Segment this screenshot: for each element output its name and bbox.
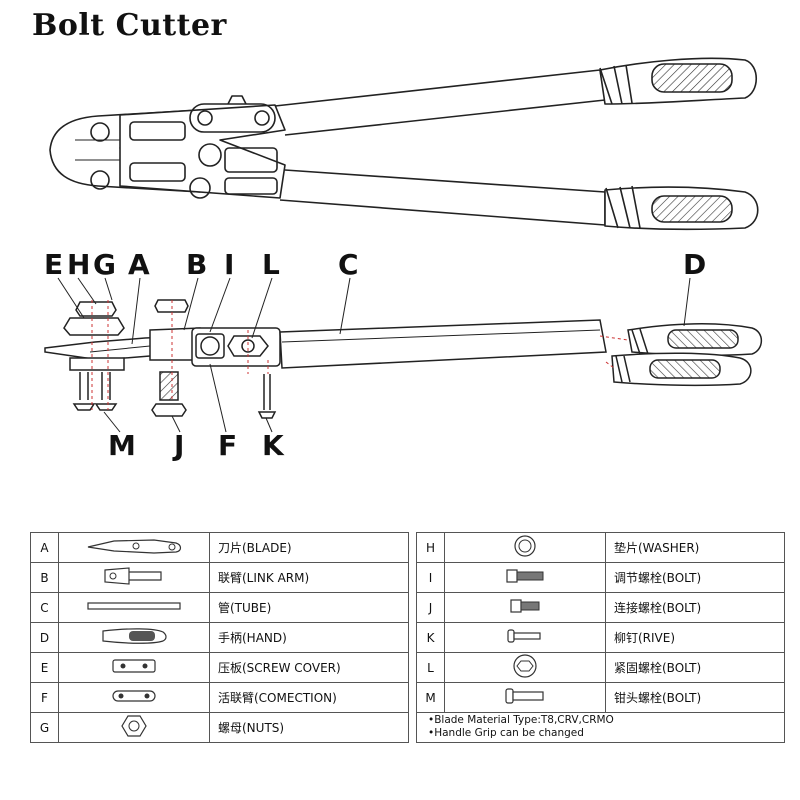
part-name: 连接螺栓(BOLT) <box>605 592 785 623</box>
part-code: A <box>30 532 59 563</box>
screw-cover-icon <box>58 652 210 683</box>
connection-icon <box>58 682 210 713</box>
part-name: 紧固螺栓(BOLT) <box>605 652 785 683</box>
callout-g: G <box>93 248 116 281</box>
callout-j: J <box>174 429 185 462</box>
table-row: D 手柄(HAND) <box>30 622 409 653</box>
callout-a: A <box>128 248 150 281</box>
part-name: 调节螺栓(BOLT) <box>605 562 785 593</box>
callout-d: D <box>683 248 707 281</box>
part-code: E <box>30 652 59 683</box>
table-row: F 活联臂(COMECTION) <box>30 682 409 713</box>
tube-icon <box>58 592 210 623</box>
table-row: C 管(TUBE) <box>30 592 409 623</box>
bolt-cutter-drawing <box>44 57 763 433</box>
part-name: 管(TUBE) <box>209 592 409 623</box>
nut-icon <box>58 712 210 743</box>
callout-h: H <box>67 248 91 281</box>
part-name: 活联臂(COMECTION) <box>209 682 409 713</box>
table-row: L 紧固螺栓(BOLT) <box>416 652 785 683</box>
fastening-bolt-icon <box>444 652 606 683</box>
diagram-title: Bolt Cutter <box>32 8 227 43</box>
part-code: M <box>416 682 445 713</box>
table-row: G 螺母(NUTS) <box>30 712 409 743</box>
rivet-icon <box>444 622 606 653</box>
part-code: B <box>30 562 59 593</box>
alignment-lines <box>91 300 629 410</box>
notes: Blade Material Type:T8,CRV,CRMO Handle G… <box>428 714 614 740</box>
parts-table-right: H 垫片(WASHER) I 调节螺栓(BOLT) J 连接螺栓(BOLT) K <box>416 532 785 743</box>
leader-lines <box>57 277 691 433</box>
callout-c: C <box>338 248 359 281</box>
part-code: D <box>30 622 59 653</box>
washer-icon <box>444 532 606 563</box>
part-name: 压板(SCREW COVER) <box>209 652 409 683</box>
head-bolt-icon <box>444 682 606 713</box>
part-name: 刀片(BLADE) <box>209 532 409 563</box>
callout-l: L <box>262 248 280 281</box>
part-code: L <box>416 652 445 683</box>
table-row: I 调节螺栓(BOLT) <box>416 562 785 593</box>
table-row: A 刀片(BLADE) <box>30 532 409 563</box>
callout-k: K <box>262 429 284 462</box>
exploded-view <box>44 299 763 419</box>
link-arm-icon <box>58 562 210 593</box>
table-row: H 垫片(WASHER) <box>416 532 785 563</box>
assembled-cutter <box>49 57 759 231</box>
part-code: I <box>416 562 445 593</box>
part-code: K <box>416 622 445 653</box>
parts-table-left: A 刀片(BLADE) B 联臂(LINK ARM) C 管(TUBE) D <box>30 532 409 743</box>
part-code: J <box>416 592 445 623</box>
callout-b: B <box>186 248 208 281</box>
part-name: 螺母(NUTS) <box>209 712 409 743</box>
note-blade-material: Blade Material Type:T8,CRV,CRMO <box>428 714 614 727</box>
part-code: G <box>30 712 59 743</box>
part-name: 手柄(HAND) <box>209 622 409 653</box>
table-row: K 柳钉(RIVE) <box>416 622 785 653</box>
callout-i: I <box>224 248 235 281</box>
table-row: B 联臂(LINK ARM) <box>30 562 409 593</box>
adjusting-bolt-icon <box>444 562 606 593</box>
connecting-bolt-icon <box>444 592 606 623</box>
hand-grip-icon <box>58 622 210 653</box>
callout-e: E <box>44 248 64 281</box>
note-handle-grip: Handle Grip can be changed <box>428 727 614 740</box>
part-name: 联臂(LINK ARM) <box>209 562 409 593</box>
callout-m: M <box>108 429 136 462</box>
part-code: H <box>416 532 445 563</box>
table-row: J 连接螺栓(BOLT) <box>416 592 785 623</box>
blade-icon <box>58 532 210 563</box>
table-row: E 压板(SCREW COVER) <box>30 652 409 683</box>
table-row: M 钳头螺栓(BOLT) <box>416 682 785 713</box>
part-code: F <box>30 682 59 713</box>
callout-f: F <box>218 429 238 462</box>
part-name: 钳头螺栓(BOLT) <box>605 682 785 713</box>
part-code: C <box>30 592 59 623</box>
part-name: 柳钉(RIVE) <box>605 622 785 653</box>
part-name: 垫片(WASHER) <box>605 532 785 563</box>
